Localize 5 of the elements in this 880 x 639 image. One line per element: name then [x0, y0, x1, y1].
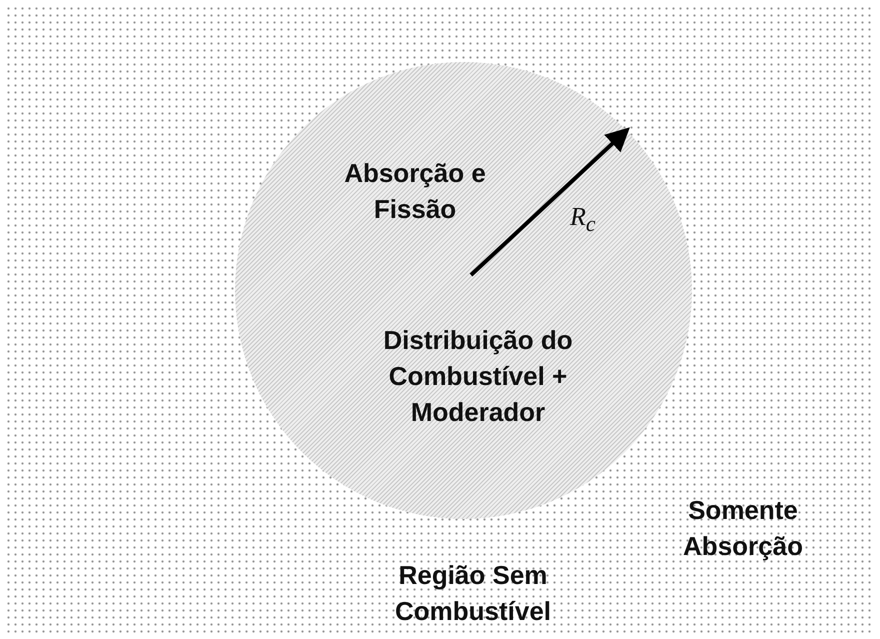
region-label: Absorção e Fissão — [343, 157, 487, 226]
region-label: Região Sem Combustível — [394, 559, 552, 628]
region-label: Somente Absorção — [682, 494, 804, 563]
radius-label: R$_{c}$ — [570, 202, 596, 238]
region-label: Distribuição do Combustível + Moderador — [382, 324, 574, 429]
